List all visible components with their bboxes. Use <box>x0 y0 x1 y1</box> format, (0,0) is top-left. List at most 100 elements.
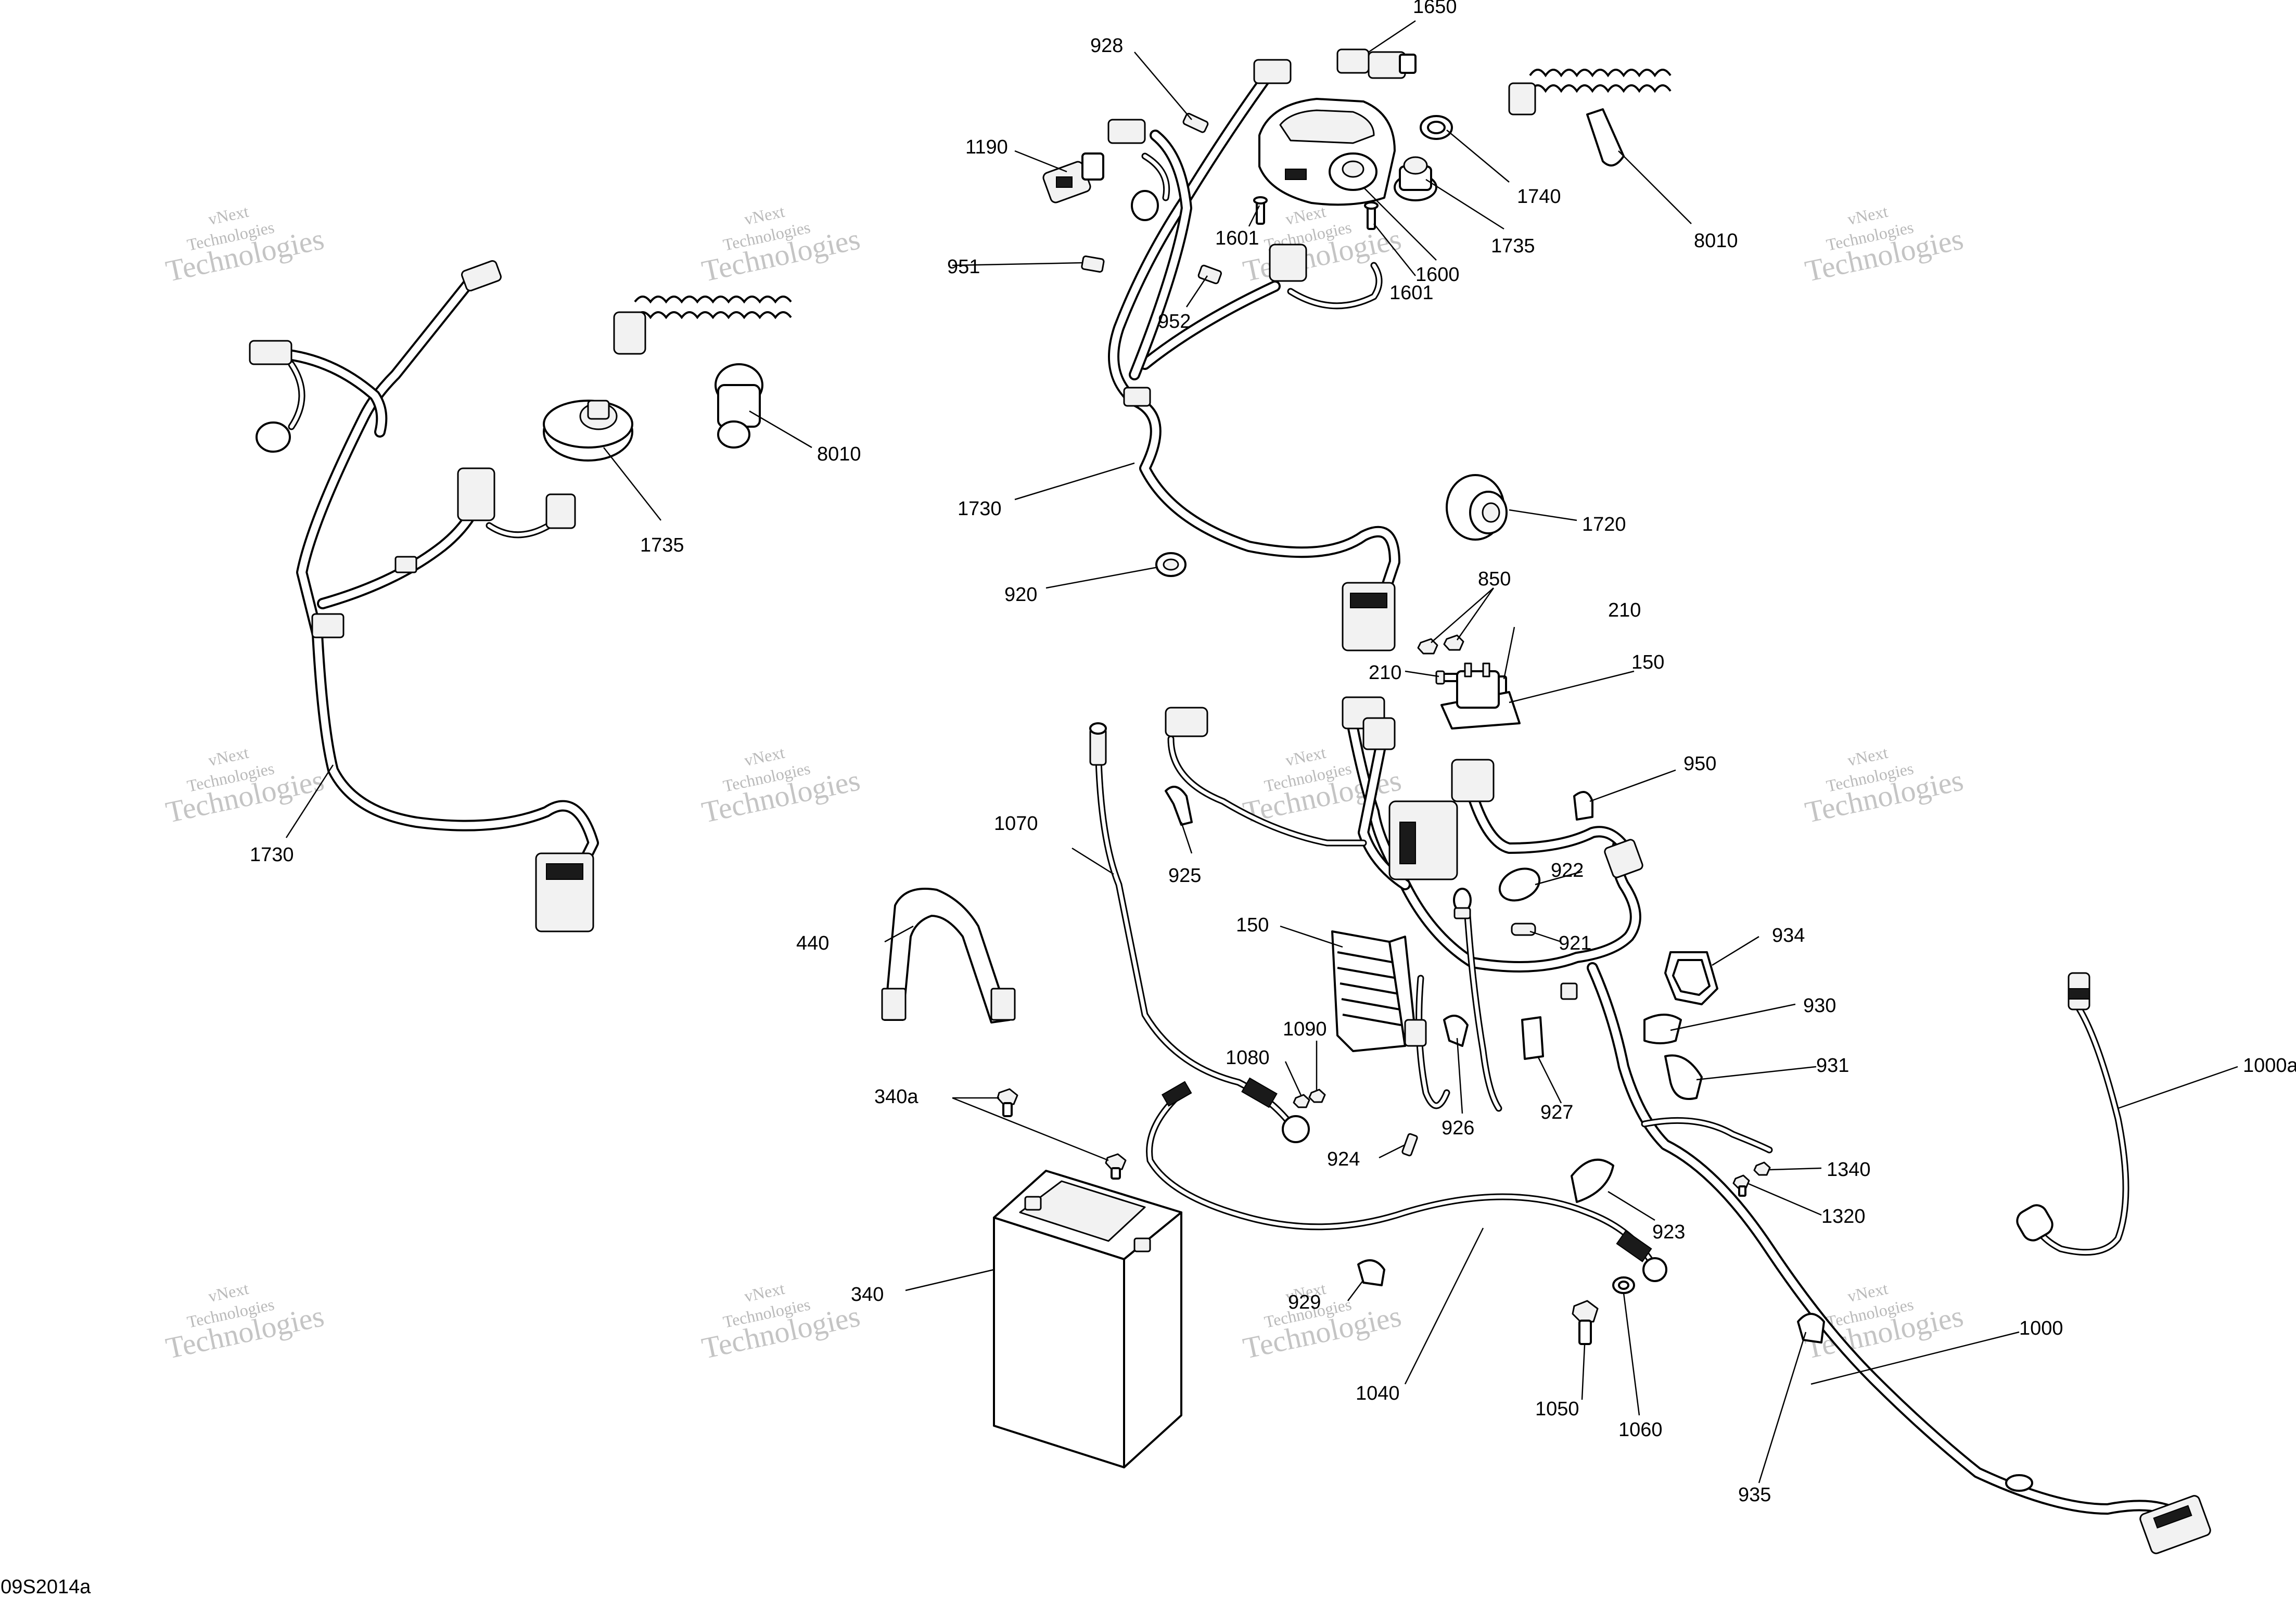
connector-1650 <box>1336 48 1417 79</box>
connector-left-b <box>256 421 291 453</box>
instrument-cluster-1600 <box>1258 98 1396 206</box>
label-1000a: 1000a <box>2243 1055 2296 1077</box>
solenoid-150-top <box>1440 662 1521 730</box>
watermark-4: vNext Technologies Technologies <box>1802 202 1966 288</box>
ring-1740 <box>1420 115 1453 140</box>
label-952: 952 <box>1158 311 1191 332</box>
clip-935 <box>1797 1313 1825 1344</box>
diagram-code: 709S2014a <box>0 1576 91 1598</box>
label-1600: 1600 <box>1415 264 1460 286</box>
label-930: 930 <box>1803 995 1836 1017</box>
clip-924 <box>1401 1133 1418 1157</box>
regulator-150-mid <box>1331 930 1427 1052</box>
label-950: 950 <box>1683 753 1716 775</box>
label-931: 931 <box>1816 1055 1849 1077</box>
watermark-2: vNext Technologies Technologies <box>699 202 863 288</box>
label-929: 929 <box>1288 1291 1321 1313</box>
label-928: 928 <box>1090 35 1123 57</box>
clip-928 <box>1182 112 1209 133</box>
grommet-931 <box>1664 1054 1703 1100</box>
label-1090: 1090 <box>1283 1018 1327 1040</box>
lanyard-coil-top <box>1508 69 1672 167</box>
washer-1060 <box>1612 1276 1635 1294</box>
clip-951 <box>1081 255 1105 273</box>
label-1730-left: 1730 <box>250 844 294 866</box>
label-1190: 1190 <box>965 136 1008 158</box>
nut-1340 <box>1753 1161 1771 1176</box>
clip-952 <box>1197 264 1222 285</box>
strap-440 <box>881 888 1016 1024</box>
clip-left-2 <box>394 556 417 573</box>
label-1601-b: 1601 <box>1389 282 1434 304</box>
cable-1000a <box>2016 972 2129 1256</box>
clip-929 <box>1357 1259 1385 1286</box>
leader-lines <box>285 20 2238 1483</box>
switch-1735-top <box>1394 156 1437 201</box>
watermark-10: vNext Technologies Technologies <box>699 1279 863 1365</box>
grommet-930 <box>1643 1014 1682 1044</box>
nut-1080 <box>1293 1094 1310 1108</box>
label-1080: 1080 <box>1226 1047 1270 1069</box>
label-1040: 1040 <box>1356 1383 1400 1404</box>
clip-920 <box>1155 552 1187 577</box>
watermark-9: vNext Technologies Technologies <box>163 1279 327 1365</box>
connector-left-e-face <box>546 863 583 880</box>
watermark-12: vNext Technologies Technologies <box>1802 1279 1966 1365</box>
label-1650: 1650 <box>1413 0 1457 18</box>
clip-925 <box>1165 786 1193 826</box>
label-8010-top: 8010 <box>1694 230 1738 252</box>
label-1070: 1070 <box>994 813 1038 835</box>
nut-850-b <box>1443 634 1464 651</box>
label-8010-left: 8010 <box>817 443 861 465</box>
screw-1601-b <box>1364 201 1379 230</box>
label-1601-a: 1601 <box>1215 227 1259 249</box>
label-340a: 340a <box>874 1086 919 1108</box>
tie-923 <box>1571 1158 1614 1203</box>
grommet-1720 <box>1446 474 1508 541</box>
label-1340: 1340 <box>1827 1159 1871 1181</box>
screw-340a-b <box>1105 1153 1127 1180</box>
label-934: 934 <box>1772 925 1805 946</box>
clip-926 <box>1443 1015 1469 1047</box>
watermark-1: vNext Technologies Technologies <box>163 202 327 288</box>
clip-950 <box>1573 791 1593 821</box>
label-921: 921 <box>1559 932 1591 954</box>
label-927: 927 <box>1540 1102 1573 1123</box>
label-1740: 1740 <box>1517 186 1561 208</box>
label-150-mid: 150 <box>1236 914 1269 936</box>
label-210-a: 210 <box>1608 599 1641 621</box>
label-920: 920 <box>1004 584 1037 606</box>
cable-1070 <box>1089 722 1310 1143</box>
cable-1040 <box>1146 1081 1667 1282</box>
label-1735-top: 1735 <box>1491 235 1535 257</box>
lanyard-coil-left <box>613 296 792 449</box>
label-1050: 1050 <box>1535 1398 1579 1420</box>
bolt-1320 <box>1732 1174 1750 1197</box>
left-harness-assembly <box>249 260 599 932</box>
label-340: 340 <box>851 1284 884 1306</box>
label-1720: 1720 <box>1582 514 1626 535</box>
label-925: 925 <box>1168 865 1201 887</box>
switch-left <box>543 400 633 462</box>
label-923: 923 <box>1652 1221 1685 1243</box>
clip-927 <box>1521 1016 1544 1060</box>
top-harness-assembly <box>1107 59 1400 651</box>
screw-1601-a <box>1253 196 1268 225</box>
tie-922 <box>1498 867 1541 902</box>
label-440: 440 <box>796 932 829 954</box>
label-951: 951 <box>947 256 980 278</box>
clip-left-1 <box>311 613 345 638</box>
label-935: 935 <box>1738 1484 1771 1506</box>
label-210-b: 210 <box>1369 662 1401 684</box>
label-1060: 1060 <box>1618 1419 1663 1441</box>
screw-340a-a <box>997 1088 1018 1117</box>
label-150-top: 150 <box>1631 651 1664 673</box>
connector-left-c <box>457 467 495 521</box>
sensor-1190 <box>1042 152 1104 203</box>
label-850: 850 <box>1478 568 1511 590</box>
connector-left-d <box>545 493 576 529</box>
connector-left-a <box>249 340 292 365</box>
main-harness <box>1165 696 2211 1554</box>
